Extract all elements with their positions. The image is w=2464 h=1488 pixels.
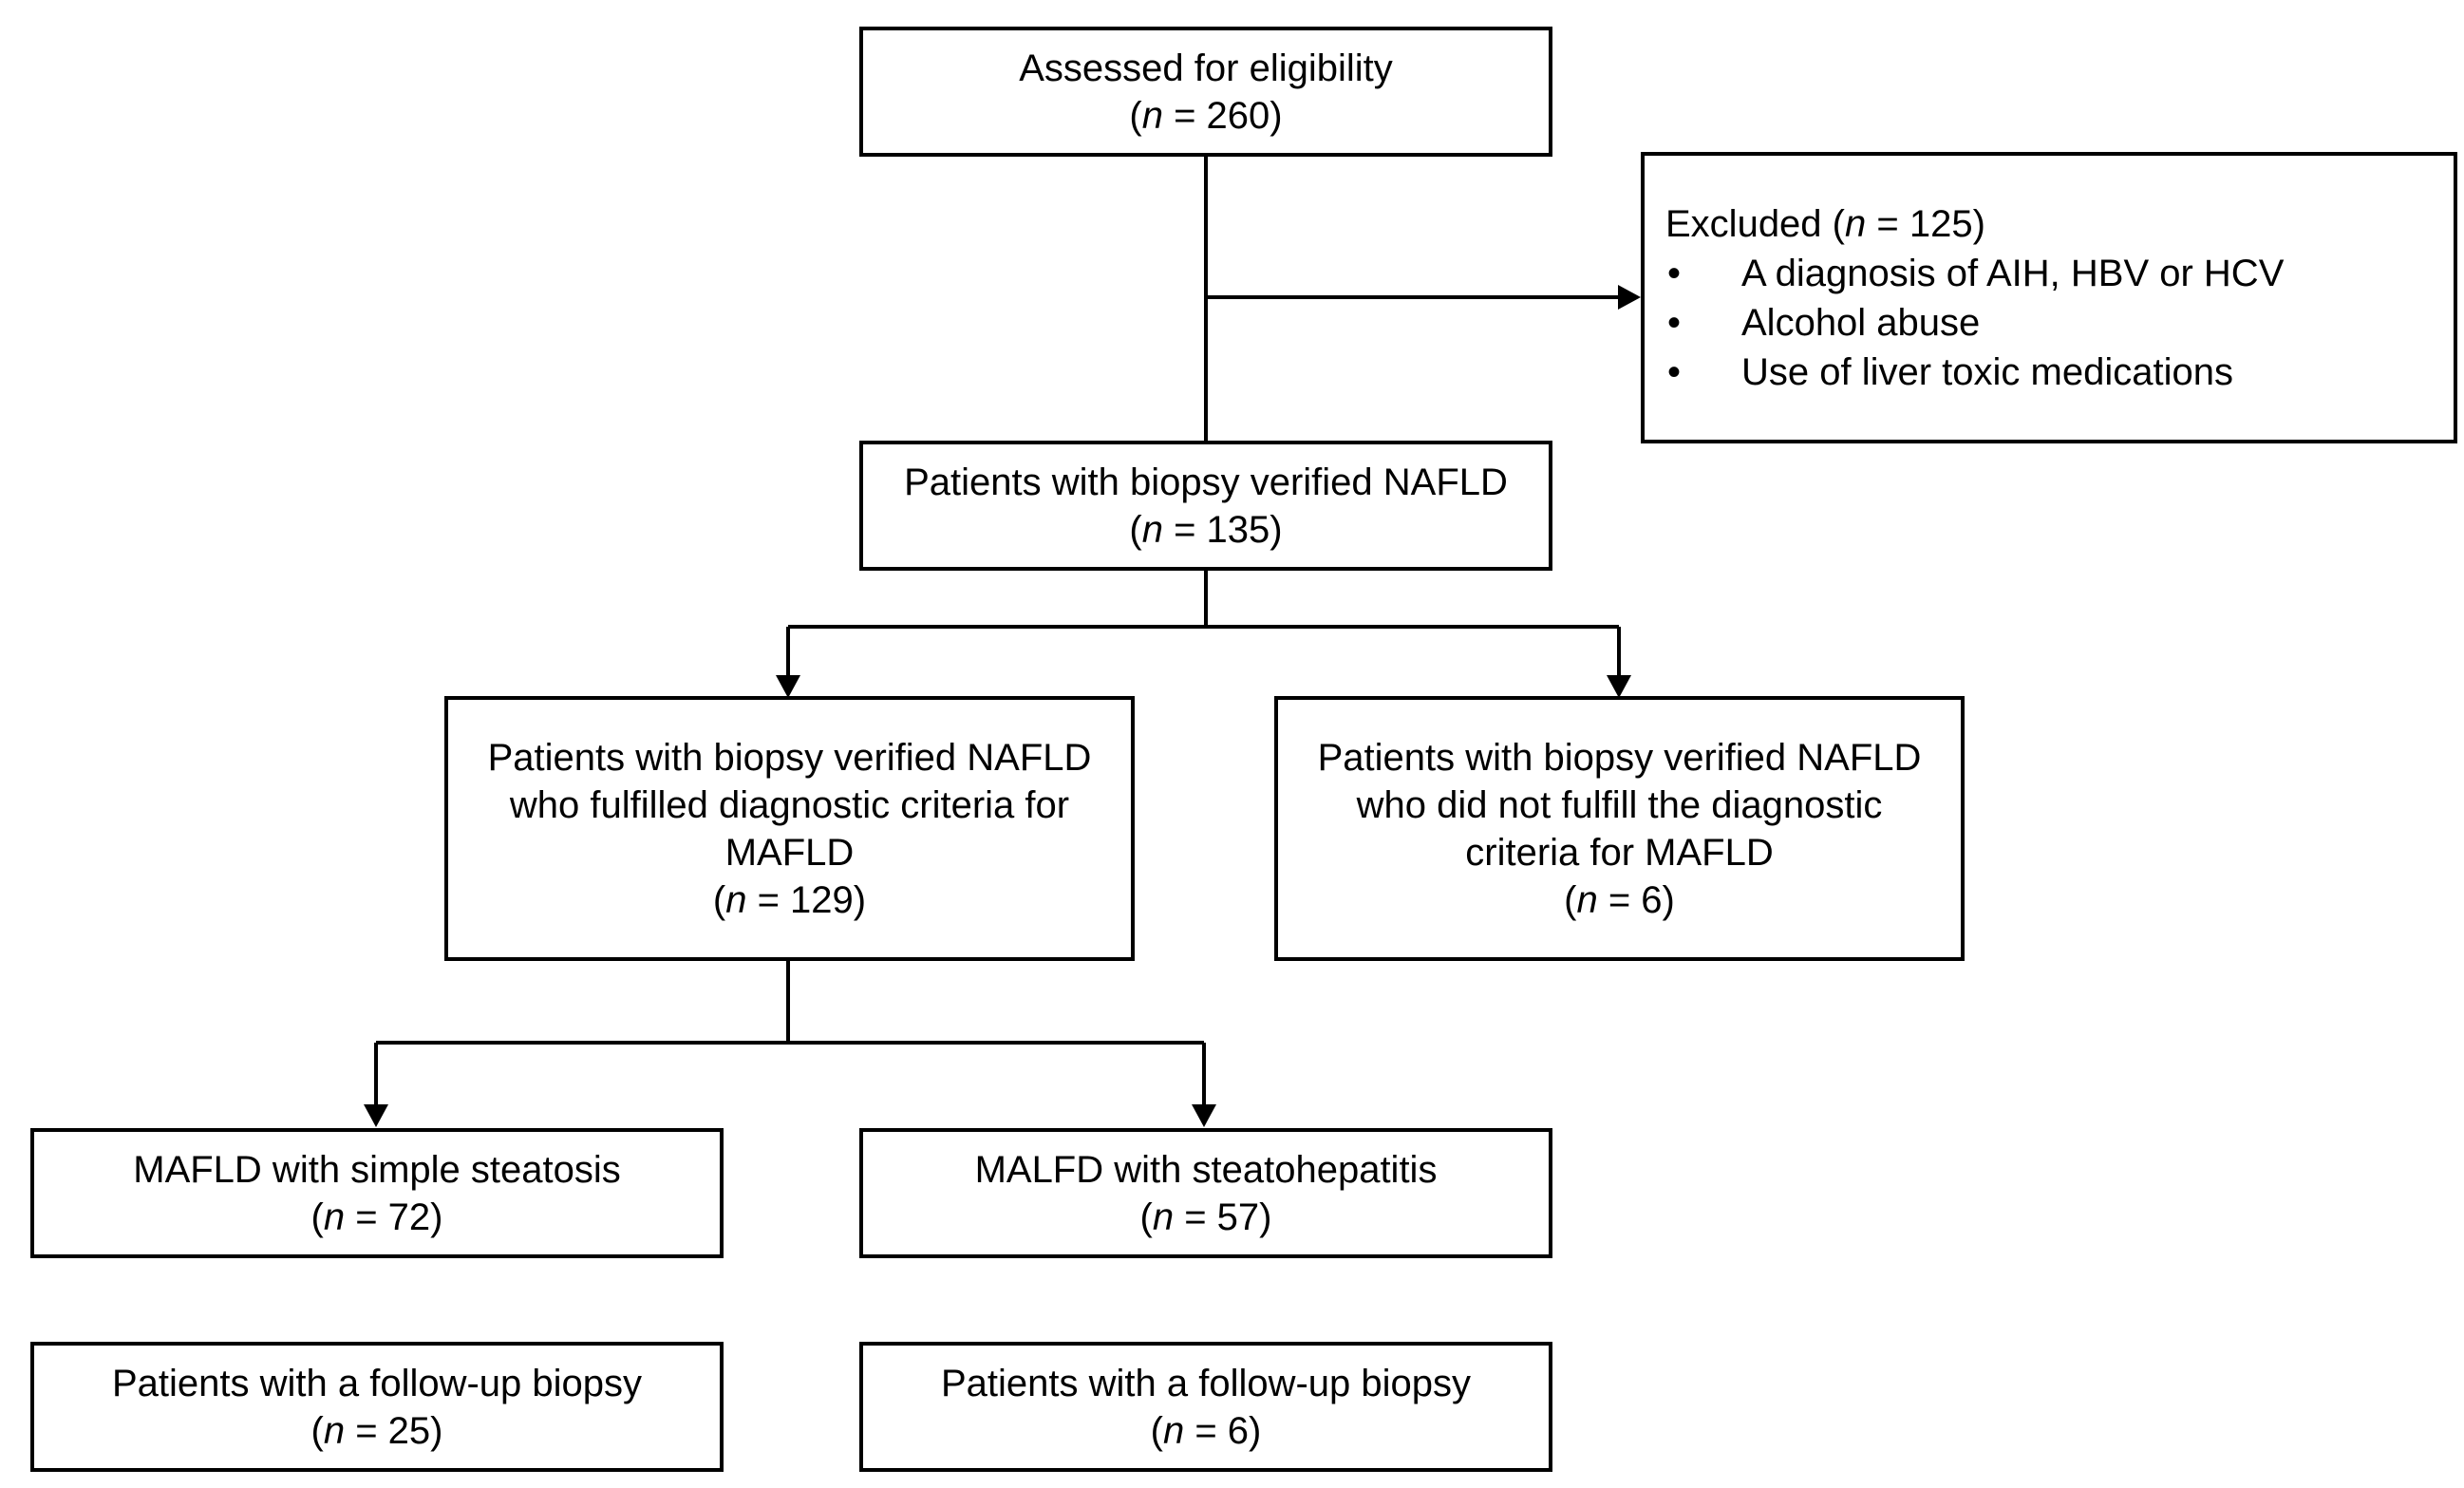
node-steato-count: (n = 57): [1139, 1196, 1272, 1238]
excluded-reasons-list: •A diagnosis of AIH, HBV or HCV •Alcohol…: [1665, 249, 2284, 397]
arrowhead-fulfilled: [776, 675, 800, 698]
node-fulfilled-line-1: Patients with biopsy verified NAFLD: [487, 736, 1092, 779]
node-verified-label: Patients with biopsy verified NAFLD: [904, 461, 1508, 503]
node-excluded-title: Excluded (n = 125): [1665, 202, 1985, 245]
node-not-fulfilled-line-2: who did not fulfill the diagnostic: [1356, 783, 1883, 826]
node-followup-steato-label: Patients with a follow-up biopsy: [940, 1362, 1472, 1404]
node-fulfilled: Patients with biopsy verified NAFLD who …: [444, 696, 1135, 961]
arrowhead-not-fulfilled: [1607, 675, 1631, 698]
node-assessed-label: Assessed for eligibility: [1019, 47, 1393, 89]
node-simple-label: MAFLD with simple steatosis: [133, 1148, 621, 1191]
node-followup-simple: Patients with a follow-up biopsy (n = 25…: [30, 1342, 724, 1472]
node-fulfilled-line-3: MAFLD: [724, 831, 855, 874]
node-excluded: Excluded (n = 125) •A diagnosis of AIH, …: [1641, 152, 2457, 443]
node-steatohepatitis: MALFD with steatohepatitis (n = 57): [859, 1128, 1552, 1258]
excluded-reason: •A diagnosis of AIH, HBV or HCV: [1667, 252, 2285, 294]
node-followup-simple-count: (n = 25): [310, 1409, 443, 1452]
excluded-reason: •Alcohol abuse: [1667, 301, 1981, 344]
node-not-fulfilled: Patients with biopsy verified NAFLD who …: [1274, 696, 1965, 961]
node-followup-steato-count: (n = 6): [1150, 1409, 1262, 1452]
node-verified: Patients with biopsy verified NAFLD (n =…: [859, 441, 1552, 571]
node-followup-simple-label: Patients with a follow-up biopsy: [111, 1362, 643, 1404]
arrowhead-steato: [1192, 1104, 1216, 1127]
node-not-fulfilled-line-1: Patients with biopsy verified NAFLD: [1317, 736, 1922, 779]
node-steato-label: MALFD with steatohepatitis: [974, 1148, 1438, 1191]
node-fulfilled-line-2: who fulfilled diagnostic criteria for: [509, 783, 1070, 826]
node-assessed-count: (n = 260): [1129, 94, 1283, 137]
node-not-fulfilled-line-3: criteria for MAFLD: [1465, 831, 1774, 874]
node-fulfilled-count: (n = 129): [712, 878, 867, 921]
excluded-reason: •Use of liver toxic medications: [1667, 350, 2233, 393]
node-assessed: Assessed for eligibility (n = 260): [859, 27, 1552, 157]
node-simple-count: (n = 72): [310, 1196, 443, 1238]
node-verified-count: (n = 135): [1129, 508, 1283, 551]
arrowhead-excluded: [1618, 285, 1641, 310]
node-followup-steato: Patients with a follow-up biopsy (n = 6): [859, 1342, 1552, 1472]
arrowhead-simple: [364, 1104, 388, 1127]
node-not-fulfilled-count: (n = 6): [1564, 878, 1675, 921]
node-simple-steatosis: MAFLD with simple steatosis (n = 72): [30, 1128, 724, 1258]
